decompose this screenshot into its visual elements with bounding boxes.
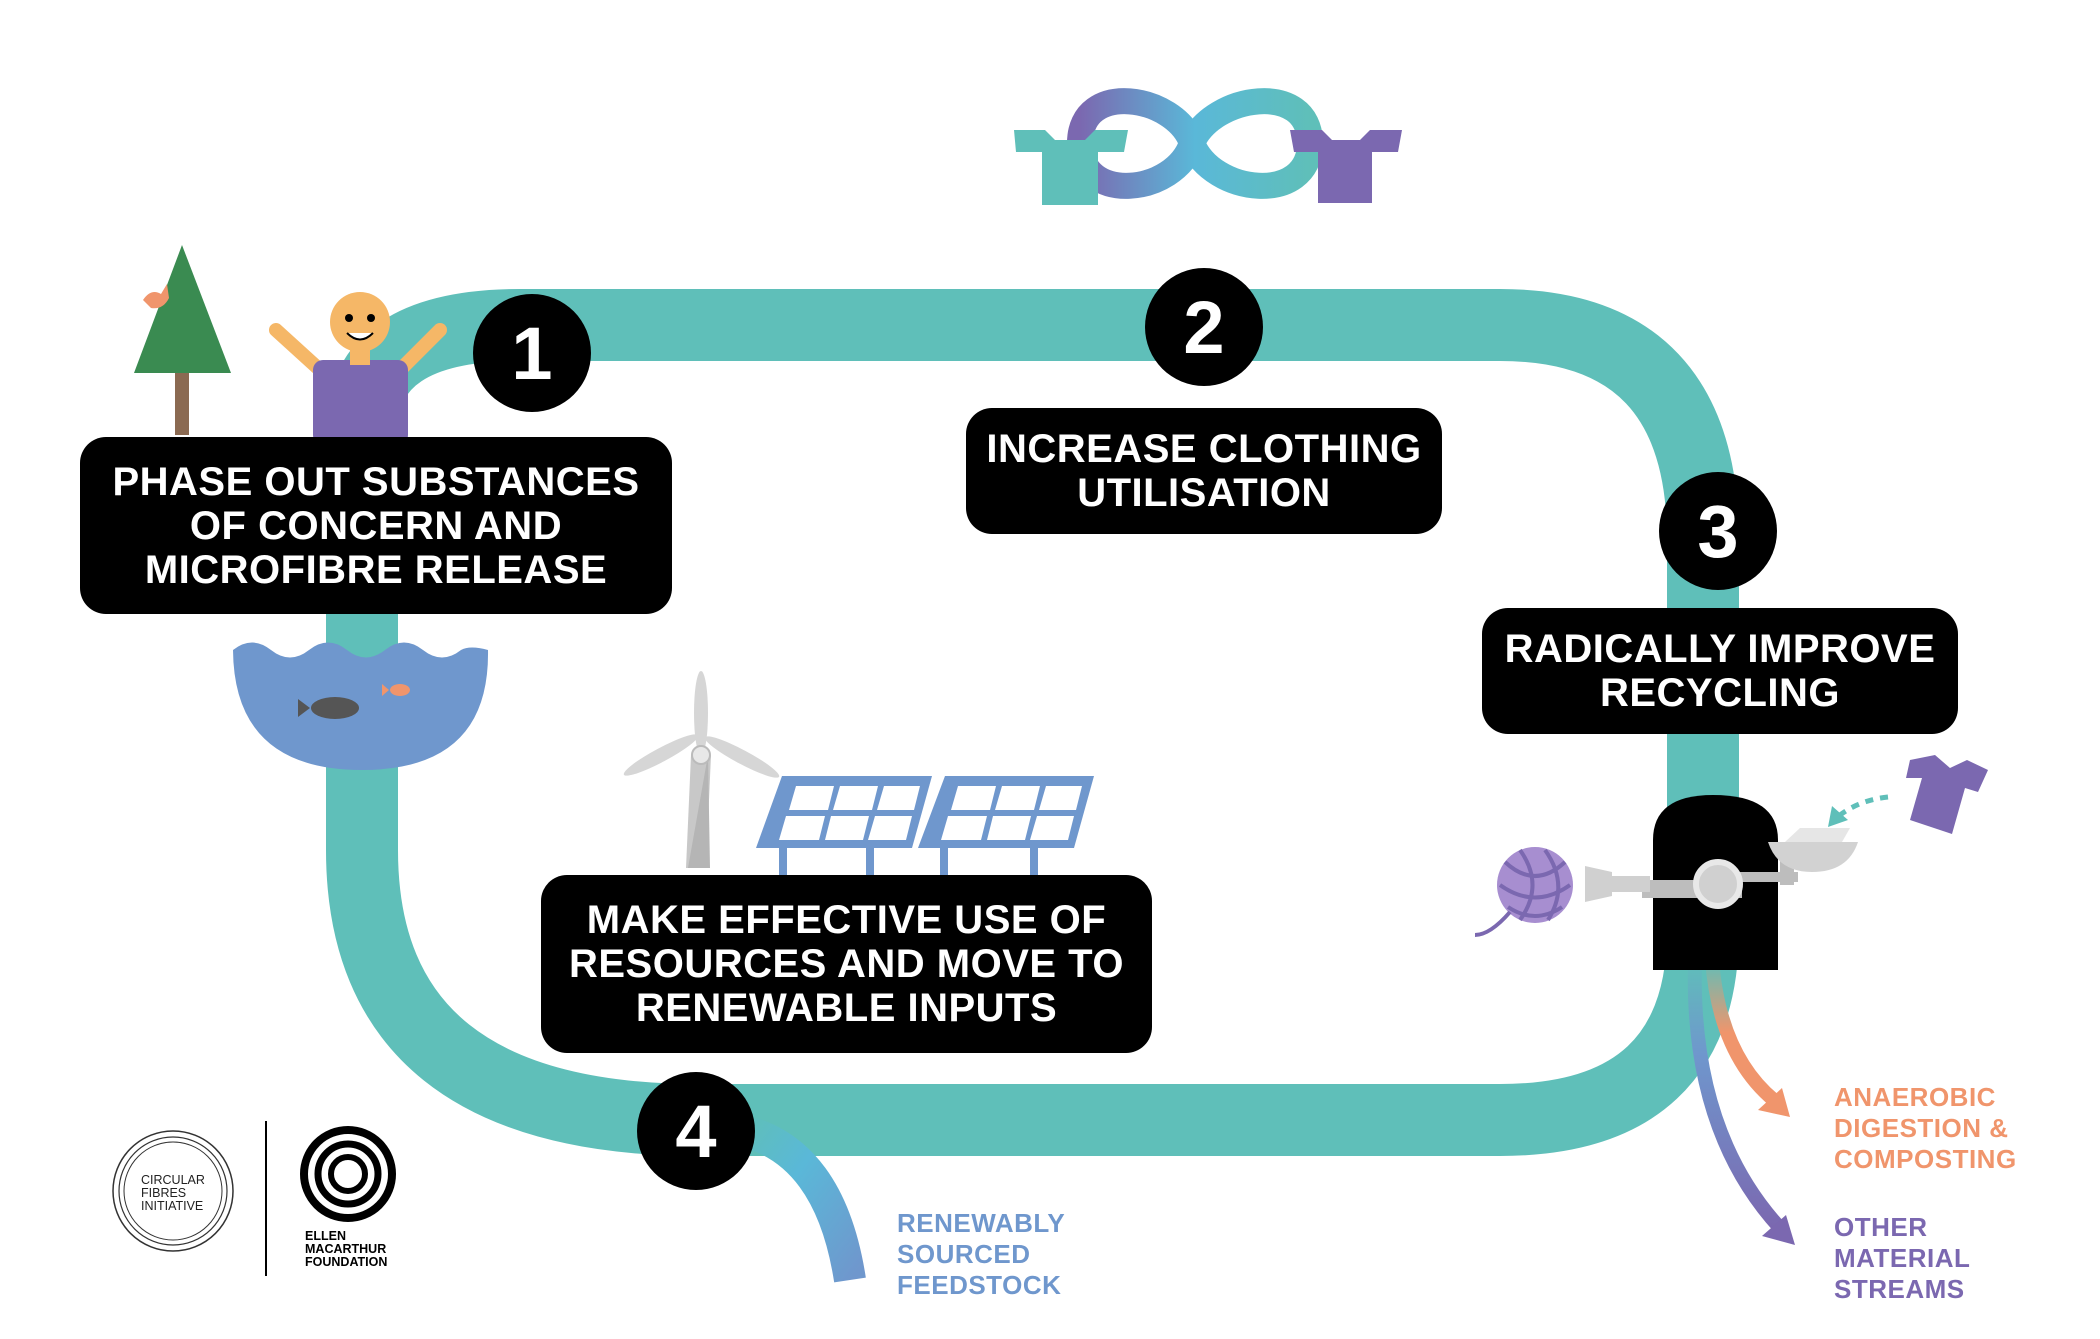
step-number-2: 2 bbox=[1145, 268, 1263, 386]
bird-icon bbox=[143, 284, 169, 309]
other-line-2: MATERIAL bbox=[1834, 1243, 1971, 1273]
other-line-3: STREAMS bbox=[1834, 1274, 1965, 1304]
feedstock-inflow bbox=[735, 1114, 866, 1283]
cfi-line-1: CIRCULAR bbox=[141, 1173, 205, 1187]
logo-divider bbox=[265, 1121, 267, 1276]
cfi-line-3: INITIATIVE bbox=[141, 1199, 204, 1213]
other-arrowhead bbox=[1762, 1215, 1795, 1245]
infinity-shirts-icon bbox=[1014, 88, 1402, 205]
emf-line-3: FOUNDATION bbox=[305, 1255, 388, 1269]
step-2-line-2: UTILISATION bbox=[1077, 471, 1331, 515]
emf-line-2: MACARTHUR bbox=[305, 1242, 387, 1256]
step-3-line-1: RADICALLY IMPROVE bbox=[1504, 627, 1936, 671]
feedstock-label: RENEWABLY SOURCED FEEDSTOCK bbox=[897, 1208, 1065, 1301]
feedstock-line-3: FEEDSTOCK bbox=[897, 1270, 1062, 1300]
step-1-line-3: MICROFIBRE RELEASE bbox=[144, 547, 608, 592]
step-4-line-2: RESOURCES AND MOVE TO bbox=[568, 942, 1124, 986]
step-1-line-1: PHASE OUT SUBSTANCES bbox=[112, 459, 640, 504]
tshirt-arrow bbox=[1838, 794, 1889, 818]
step-3-label: RADICALLY IMPROVE RECYCLING bbox=[1482, 608, 1958, 734]
ellen-macarthur-logo bbox=[300, 1126, 396, 1222]
fish-icon bbox=[298, 697, 359, 719]
tree-icon bbox=[134, 245, 231, 435]
cfi-line-2: FIBRES bbox=[141, 1186, 187, 1200]
person-icon bbox=[269, 292, 447, 445]
step-4-label: MAKE EFFECTIVE USE OF RESOURCES AND MOVE… bbox=[541, 875, 1152, 1053]
anaerobic-label: ANAEROBIC DIGESTION & COMPOSTING bbox=[1834, 1082, 2017, 1175]
emf-line-1: ELLEN bbox=[305, 1229, 346, 1243]
step-4-line-1: MAKE EFFECTIVE USE OF bbox=[586, 898, 1107, 942]
feedstock-line-2: SOURCED bbox=[897, 1239, 1031, 1269]
circular-fibres-logo bbox=[112, 1130, 234, 1252]
small-fish-icon bbox=[382, 684, 410, 696]
anaerobic-arrowhead bbox=[1758, 1088, 1790, 1117]
tshirt-arrowhead bbox=[1828, 806, 1848, 827]
anaerobic-outflow bbox=[1705, 959, 1785, 1111]
other-streams-label: OTHER MATERIAL STREAMS bbox=[1834, 1212, 1970, 1305]
step-2-label: INCREASE CLOTHING UTILISATION bbox=[966, 408, 1442, 534]
step-1-label: PHASE OUT SUBSTANCES OF CONCERN AND MICR… bbox=[80, 437, 672, 614]
yarn-ball-icon bbox=[1474, 847, 1573, 937]
step-4-line-3: RENEWABLE INPUTS bbox=[635, 986, 1058, 1030]
emf-logo-text: ELLEN MACARTHUR FOUNDATION bbox=[305, 1230, 387, 1269]
step-1-line-2: OF CONCERN AND bbox=[189, 503, 563, 548]
step-number-1: 1 bbox=[473, 294, 591, 412]
anaerobic-line-2: DIGESTION & bbox=[1834, 1113, 2009, 1143]
recycling-machine-icon bbox=[1585, 795, 1858, 970]
shirt-right-icon bbox=[1290, 130, 1402, 203]
step-number-3: 3 bbox=[1659, 472, 1777, 590]
solar-panel-icon bbox=[756, 776, 1094, 878]
other-line-1: OTHER bbox=[1834, 1212, 1928, 1242]
shirt-left-icon bbox=[1014, 130, 1128, 205]
step-number-4: 4 bbox=[637, 1072, 755, 1190]
step-3-line-2: RECYCLING bbox=[1599, 671, 1841, 715]
other-outflow bbox=[1687, 959, 1786, 1233]
feedstock-line-1: RENEWABLY bbox=[897, 1208, 1066, 1238]
anaerobic-line-3: COMPOSTING bbox=[1834, 1144, 2017, 1174]
cfi-logo-text: CIRCULAR FIBRES INITIATIVE bbox=[141, 1174, 205, 1213]
wind-turbine-icon bbox=[623, 671, 780, 868]
step-2-line-1: INCREASE CLOTHING bbox=[986, 427, 1422, 471]
anaerobic-line-1: ANAEROBIC bbox=[1834, 1082, 1996, 1112]
tshirt-icon bbox=[1906, 755, 1988, 834]
water-bowl-icon bbox=[233, 642, 489, 770]
